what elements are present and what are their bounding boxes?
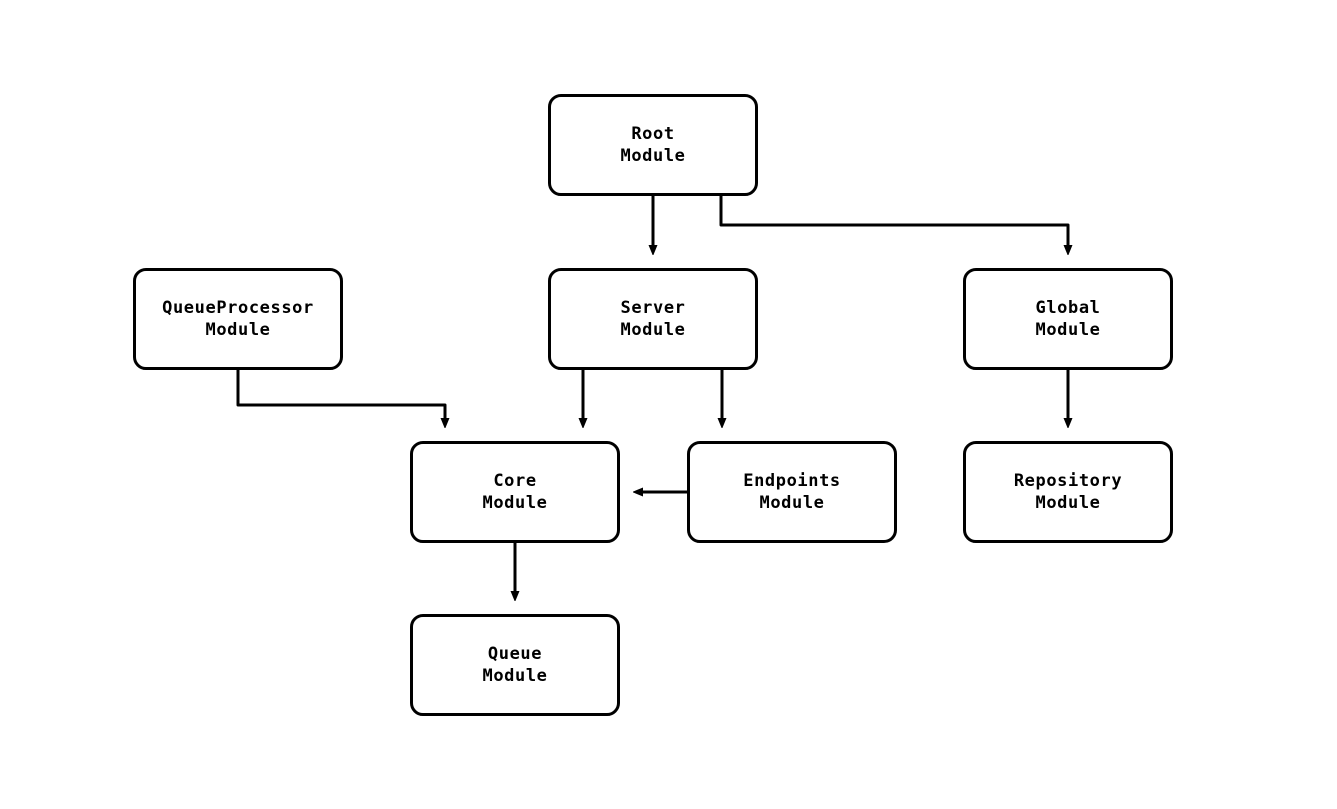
node-label-line1: Queue xyxy=(487,644,543,664)
node-label-line1: Global xyxy=(1035,298,1101,318)
node-label-line1: Server xyxy=(620,298,686,318)
node-label-line2: Module xyxy=(482,666,548,686)
edge-root-to-global xyxy=(719,196,1068,246)
node-label-line2: Module xyxy=(620,146,686,166)
node-label-line2: Module xyxy=(759,493,825,513)
node-label-line1: Root xyxy=(631,124,675,144)
node-label-line2: Module xyxy=(620,320,686,340)
node-label-line1: Repository xyxy=(1013,471,1123,491)
edge-queueprocessor-to-core xyxy=(236,370,445,419)
node-label-line2: Module xyxy=(1035,320,1101,340)
node-label-line1: Core xyxy=(493,471,537,491)
node-label-line1: QueueProcessor xyxy=(162,298,314,318)
node-label-line2: Module xyxy=(205,320,271,340)
node-label-line2: Module xyxy=(1035,493,1101,513)
edges-group xyxy=(236,196,1068,592)
node-label-line2: Module xyxy=(482,493,548,513)
node-label-line1: Endpoints xyxy=(743,471,841,491)
